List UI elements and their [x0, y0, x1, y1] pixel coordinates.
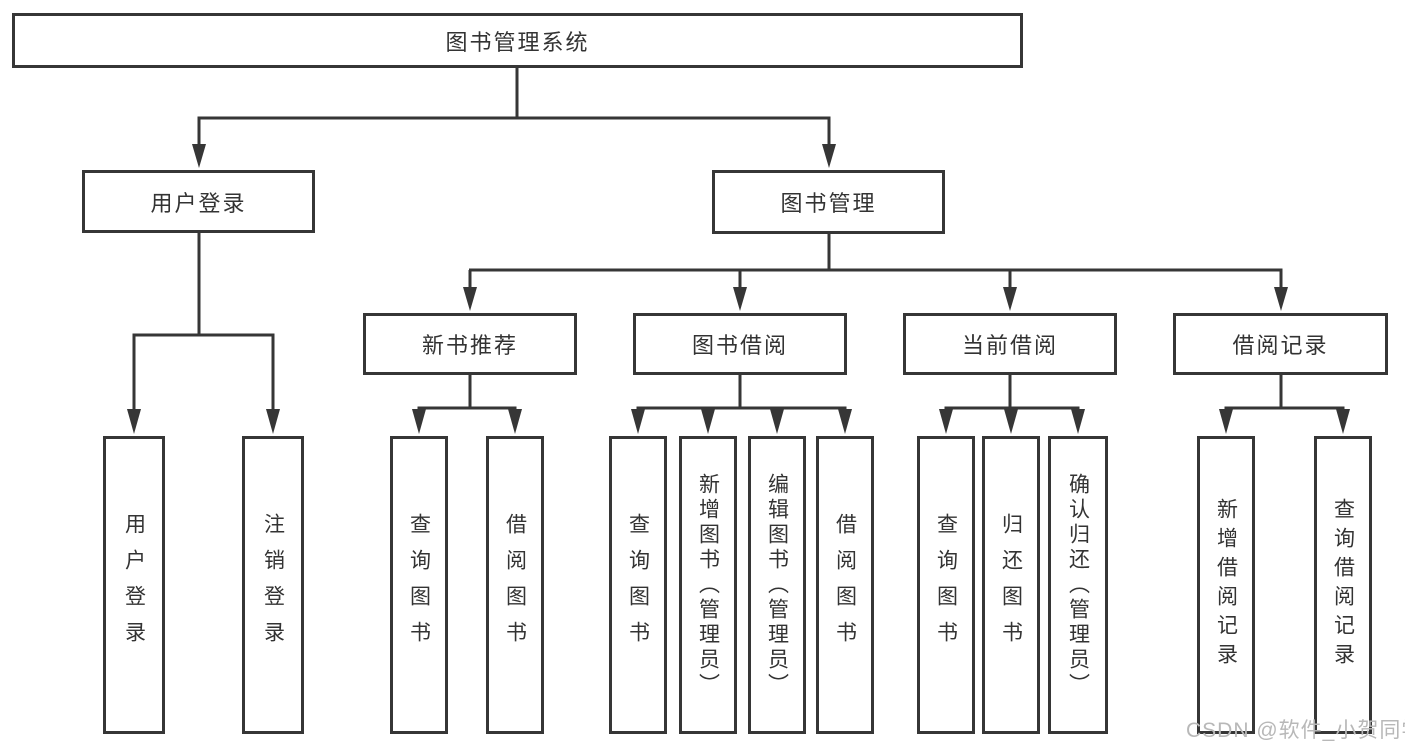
leaf-confirm-return-admin-label: 确认归还（管理员）: [1066, 472, 1090, 698]
leaf-query-borrow-record-label: 查询借阅记录: [1331, 498, 1355, 672]
leaf-add-borrow-record-label: 新增借阅记录: [1214, 498, 1238, 672]
node-user-login-label: 用户登录: [150, 190, 247, 216]
node-current-borrow-label: 当前借阅: [961, 333, 1058, 358]
leaf-return-books: 归还图书: [982, 436, 1040, 734]
node-user-login: 用户登录: [82, 170, 315, 233]
node-book-borrow-label: 图书借阅: [691, 333, 788, 358]
leaf-user-login-label: 用户登录: [122, 513, 146, 657]
leaf-logout-label: 注销登录: [261, 513, 285, 657]
leaf-query-books-recommend: 查询图书: [390, 436, 448, 734]
node-new-book-recommend-label: 新书推荐: [421, 333, 518, 358]
node-current-borrow: 当前借阅: [903, 313, 1117, 375]
node-book-management: 图书管理: [712, 170, 945, 234]
leaf-borrow-books: 借阅图书: [816, 436, 874, 734]
node-root: 图书管理系统: [12, 13, 1023, 68]
node-root-label: 图书管理系统: [445, 29, 590, 55]
leaf-add-books-admin-label: 新增图书（管理员）: [696, 472, 720, 698]
leaf-borrow-books-recommend: 借阅图书: [486, 436, 544, 734]
leaf-query-books-current: 查询图书: [917, 436, 975, 734]
leaf-edit-books-admin: 编辑图书（管理员）: [748, 436, 806, 734]
csdn-watermark: CSDN @软件_小贺同学: [1186, 719, 1405, 742]
leaf-query-books-recommend-label: 查询图书: [407, 513, 431, 657]
leaf-query-books: 查询图书: [609, 436, 667, 734]
node-borrow-record-label: 借阅记录: [1232, 333, 1329, 358]
leaf-borrow-books-recommend-label: 借阅图书: [503, 513, 527, 657]
node-borrow-record: 借阅记录: [1173, 313, 1388, 375]
leaf-confirm-return-admin: 确认归还（管理员）: [1048, 436, 1108, 734]
node-book-borrow: 图书借阅: [633, 313, 847, 375]
leaf-query-books-current-label: 查询图书: [934, 513, 958, 657]
leaf-user-login: 用户登录: [103, 436, 165, 734]
leaf-return-books-label: 归还图书: [999, 513, 1023, 657]
leaf-logout: 注销登录: [242, 436, 304, 734]
leaf-borrow-books-label: 借阅图书: [833, 513, 857, 657]
node-book-management-label: 图书管理: [780, 191, 877, 216]
node-new-book-recommend: 新书推荐: [363, 313, 577, 375]
leaf-add-books-admin: 新增图书（管理员）: [679, 436, 737, 734]
leaf-add-borrow-record: 新增借阅记录: [1197, 436, 1255, 734]
leaf-query-books-label: 查询图书: [626, 513, 650, 657]
leaf-query-borrow-record: 查询借阅记录: [1314, 436, 1372, 734]
leaf-edit-books-admin-label: 编辑图书（管理员）: [765, 472, 789, 698]
